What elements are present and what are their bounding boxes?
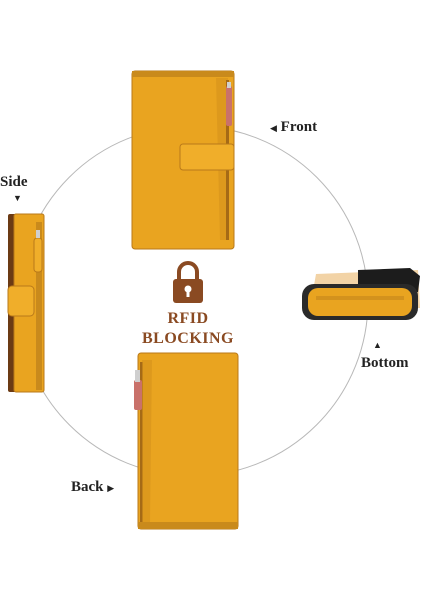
rfid-line2: BLOCKING: [141, 330, 234, 347]
left-arrow-icon: ◀: [270, 123, 277, 133]
rfid-line1: RFID: [167, 310, 209, 327]
front-label: ◀ Front: [270, 119, 317, 136]
right-arrow-icon: ▶: [107, 483, 115, 493]
rfid-badge: RFID BLOCKING: [128, 260, 248, 349]
wallet-side-photo: [7, 213, 45, 393]
wallet-front-photo: [131, 70, 235, 250]
wallet-bottom-photo: [302, 268, 420, 320]
side-label: Side: [0, 174, 28, 191]
padlock-icon: [173, 261, 203, 303]
bottom-label-text: Bottom: [361, 355, 409, 371]
wallet-back-photo: [134, 352, 239, 530]
back-label-text: Back: [71, 479, 104, 495]
down-arrow-icon: ▼: [13, 193, 22, 203]
up-arrow-icon: ▲: [373, 340, 382, 350]
bottom-label: Bottom: [361, 355, 409, 372]
side-label-text: Side: [0, 174, 28, 190]
front-label-text: Front: [280, 119, 318, 135]
back-label: Back ▶: [71, 479, 114, 496]
